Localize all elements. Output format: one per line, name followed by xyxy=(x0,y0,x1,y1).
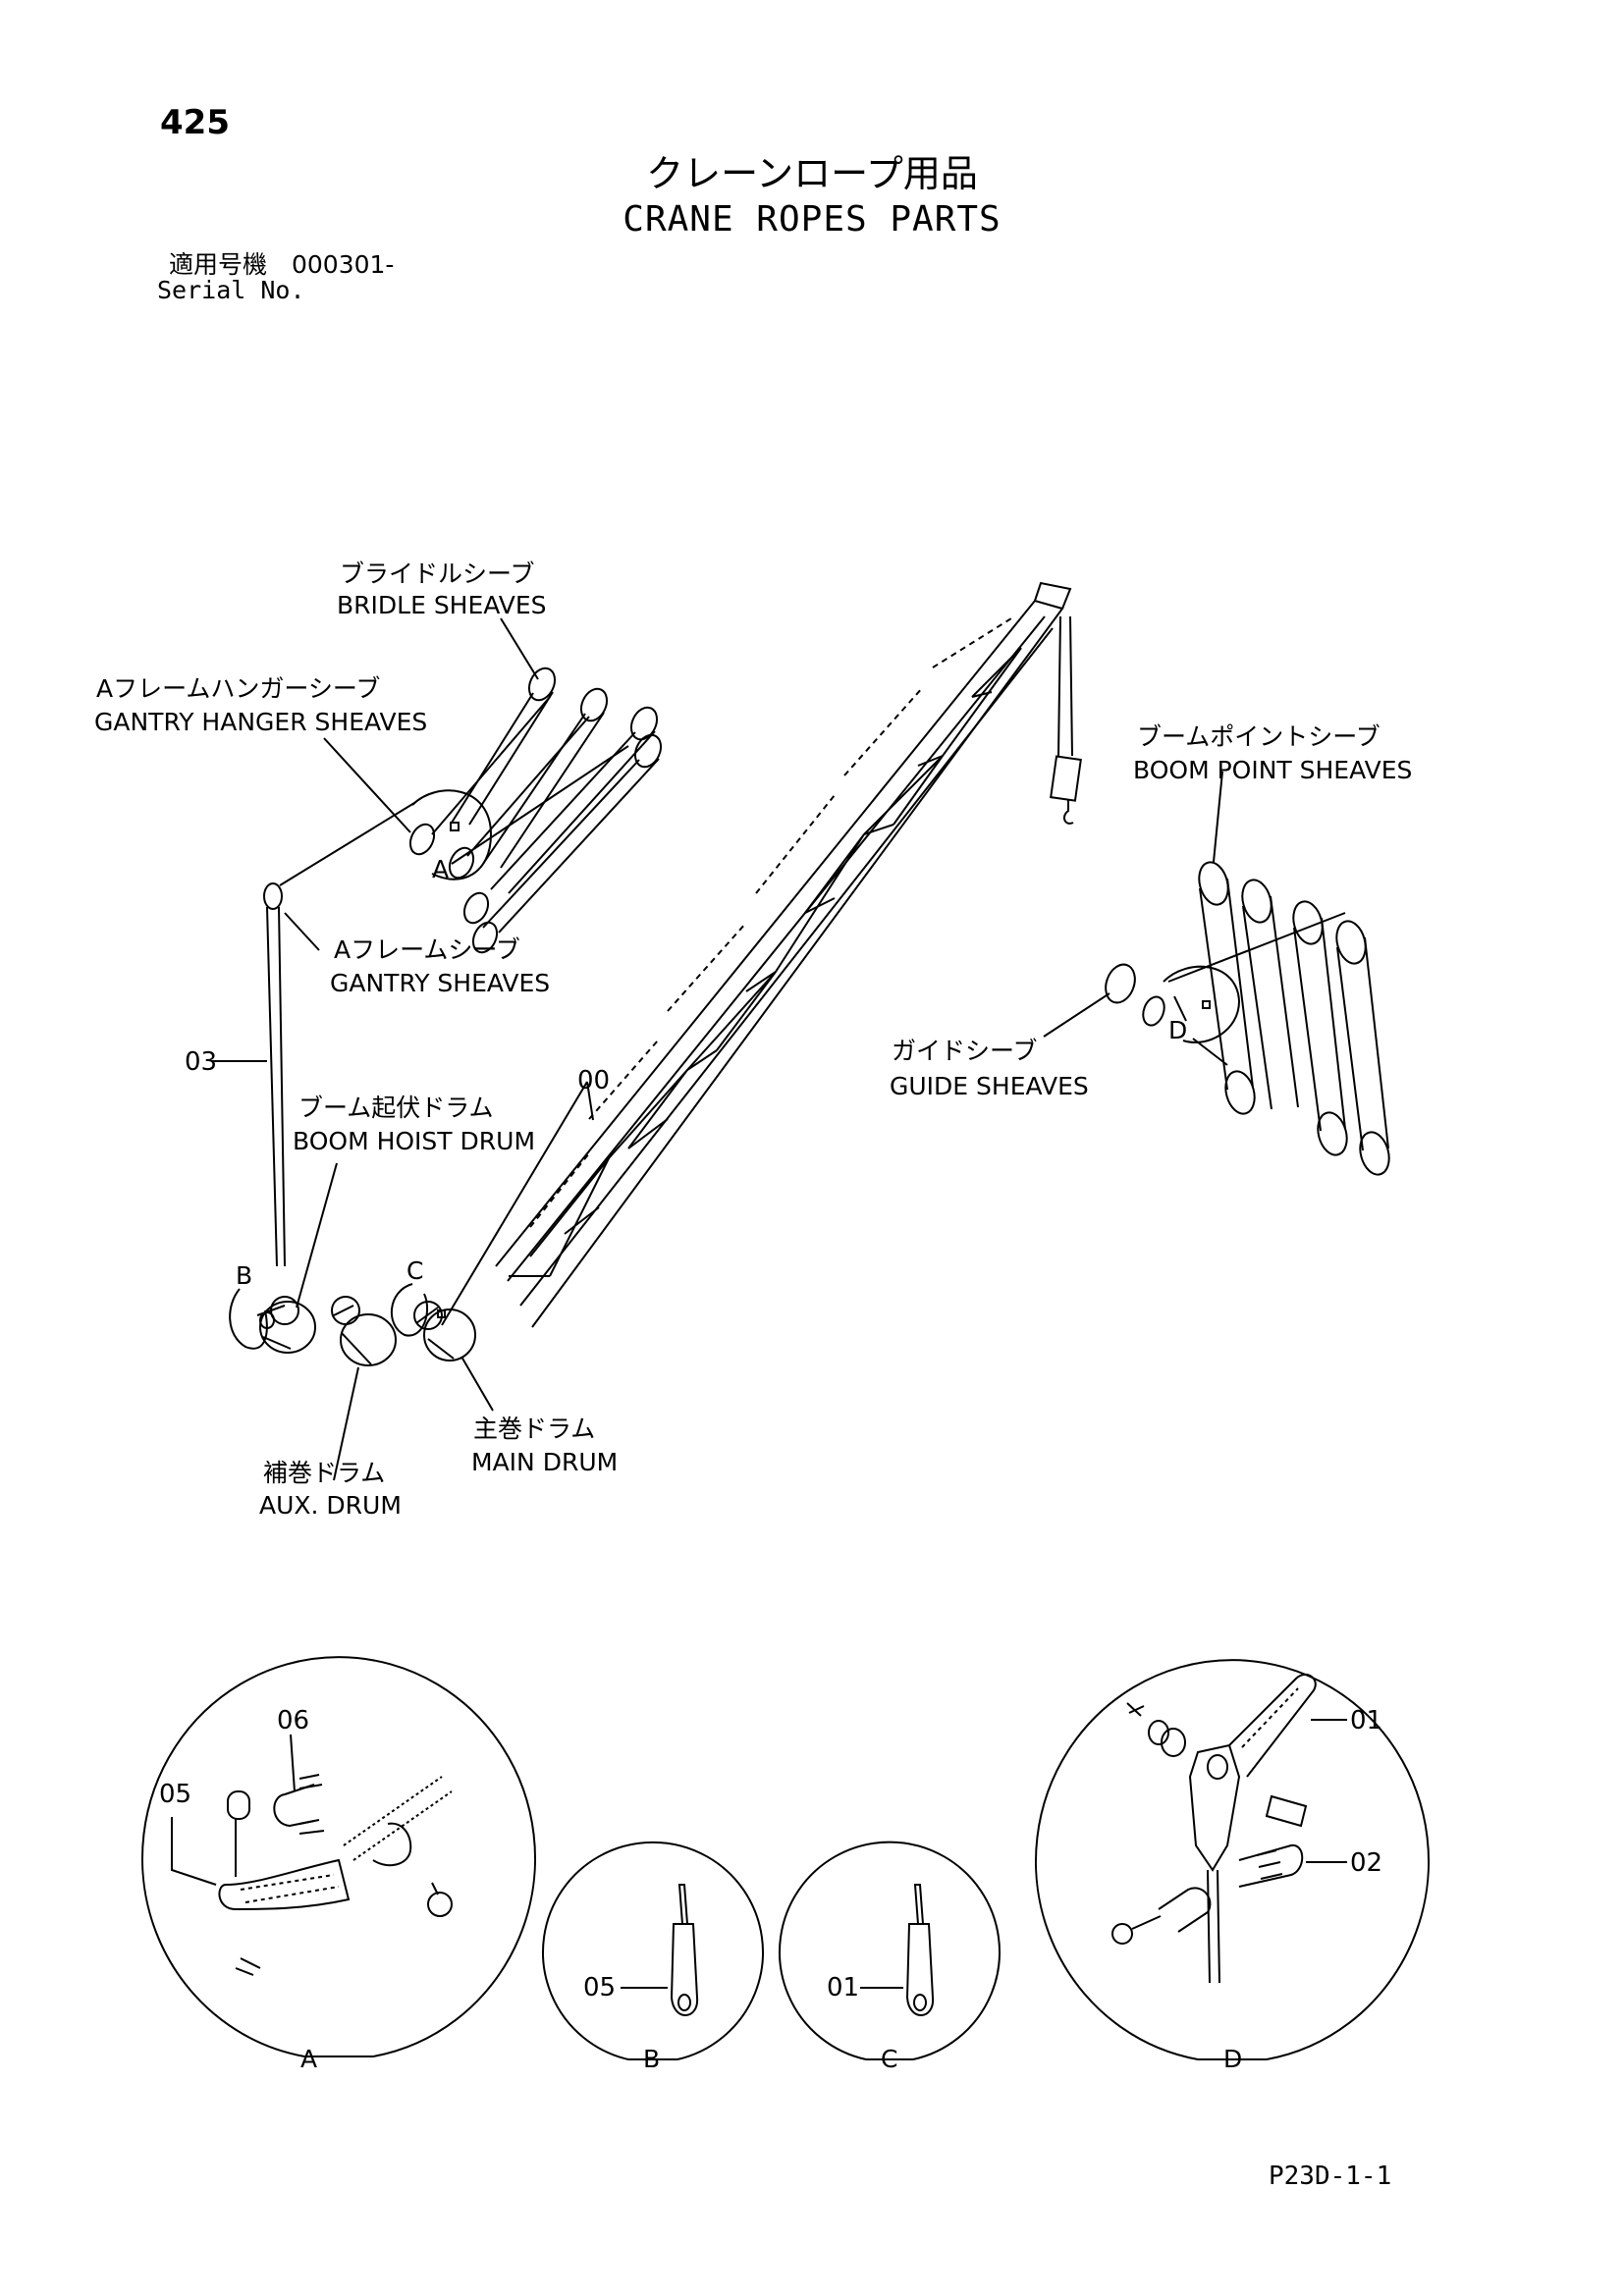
detail-letter-a: A xyxy=(300,2045,318,2073)
boom-hoist-drum xyxy=(256,1296,316,1354)
serial-label-japanese: 適用号機 000301- xyxy=(169,250,395,279)
bridle-sheave xyxy=(451,667,557,826)
label-gantry-hanger-en: GANTRY HANGER SHEAVES xyxy=(94,708,428,736)
detail-a xyxy=(141,1656,536,2057)
label-bridle-jp: ブライドルシーブ xyxy=(340,560,535,588)
marker-letter-d: D xyxy=(1168,1016,1188,1044)
label-boom-hoist-jp: ブーム起伏ドラム xyxy=(298,1094,494,1122)
detail-letter-b: B xyxy=(643,2045,661,2073)
main-drum xyxy=(413,1301,476,1362)
marker-letter-c: C xyxy=(406,1256,424,1285)
bridle-sheaves-group xyxy=(408,667,663,954)
boom-point-sheaves-group xyxy=(1163,861,1390,1176)
guide-sheaves-group xyxy=(1105,963,1228,1066)
label-bridle-en: BRIDLE SHEAVES xyxy=(337,591,547,619)
rope-00 xyxy=(441,1081,588,1326)
label-boom-point-jp: ブームポイントシーブ xyxy=(1137,722,1380,751)
boom-point-sheave xyxy=(1198,861,1256,1115)
aux-drum xyxy=(331,1296,397,1366)
ref-02-detail-d: 02 xyxy=(1350,1848,1383,1878)
label-boom-hoist-en: BOOM HOIST DRUM xyxy=(293,1127,536,1155)
boom-lattice xyxy=(495,581,1082,1328)
marker-b xyxy=(229,1288,268,1350)
rope-03 xyxy=(263,802,415,1267)
marker-letter-b: B xyxy=(236,1261,253,1290)
label-guide-jp: ガイドシーブ xyxy=(892,1037,1038,1065)
detail-c xyxy=(779,1841,1001,2060)
label-main-drum-jp: 主巻ドラム xyxy=(473,1415,596,1443)
leader-lines xyxy=(211,617,1223,1481)
label-gantry-jp: Aフレームシーブ xyxy=(334,935,520,964)
label-gantry-hanger-jp: Aフレームハンガーシーブ xyxy=(96,674,381,703)
serial-label-english: Serial No. xyxy=(157,276,305,304)
ref-03: 03 xyxy=(185,1047,218,1077)
label-gantry-en: GANTRY SHEAVES xyxy=(330,969,551,997)
label-main-drum-en: MAIN DRUM xyxy=(471,1448,619,1476)
ref-06: 06 xyxy=(277,1706,310,1735)
ref-01-detail-d: 01 xyxy=(1350,1706,1383,1735)
bridle-sheave xyxy=(482,687,609,869)
boom-point-sheave xyxy=(1292,900,1348,1156)
label-aux-drum-en: AUX. DRUM xyxy=(259,1491,402,1520)
ref-05-detail-b: 05 xyxy=(583,1973,617,2002)
boom-point-sheave xyxy=(1241,879,1299,1110)
detail-leader-lines xyxy=(171,1734,296,1886)
detail-d xyxy=(1035,1659,1430,2060)
label-boom-point-en: BOOM POINT SHEAVES xyxy=(1133,756,1413,784)
ref-01-detail-c: 01 xyxy=(827,1973,860,2002)
boom-point-sheave xyxy=(1335,920,1390,1176)
label-guide-en: GUIDE SHEAVES xyxy=(890,1072,1089,1100)
marker-c xyxy=(390,1283,429,1337)
detail-letter-d: D xyxy=(1223,2045,1243,2073)
marker-letter-a: A xyxy=(432,855,450,883)
label-aux-drum-jp: 補巻ドラム xyxy=(263,1459,386,1487)
bridle-sheave xyxy=(482,733,663,934)
ref-05-detail-a: 05 xyxy=(159,1780,192,1809)
ref-00: 00 xyxy=(577,1066,611,1095)
detail-b xyxy=(542,1841,764,2060)
detail-letter-c: C xyxy=(881,2045,898,2073)
page-number: 425 xyxy=(160,103,230,142)
footer-code: P23D-1-1 xyxy=(1269,2162,1392,2191)
title-english: CRANE ROPES PARTS xyxy=(623,199,1001,240)
title-japanese: クレーンロープ用品 xyxy=(646,152,978,195)
